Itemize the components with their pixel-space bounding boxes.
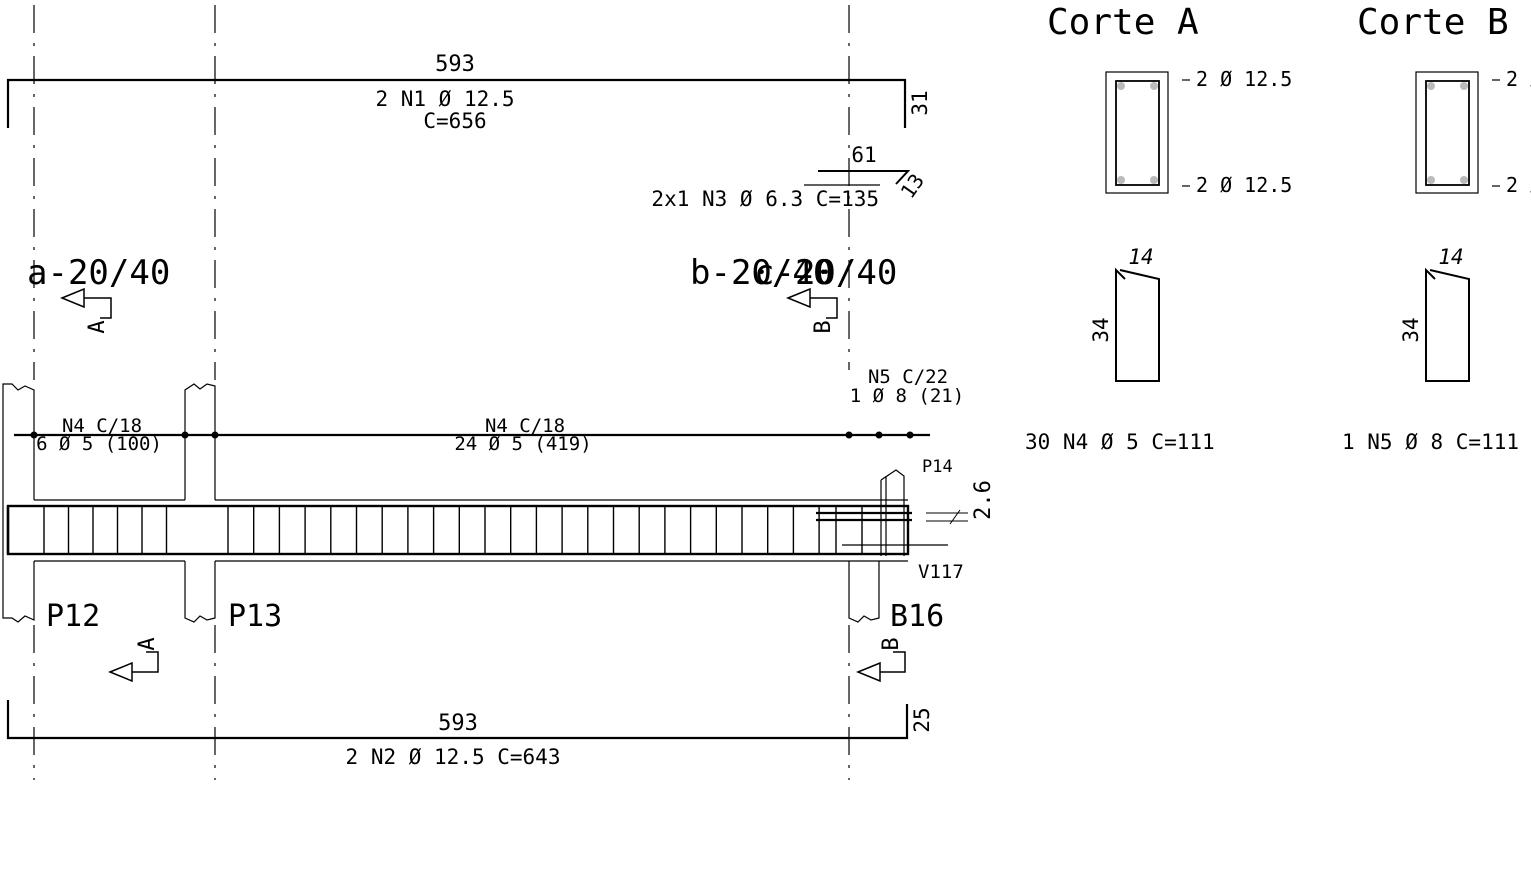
section-marker-a-bottom: A (108, 637, 160, 683)
section-b-height-dim: 34 (1399, 317, 1423, 342)
section-a-top-bars: 2 Ø 12.5 (1196, 67, 1292, 91)
section-marker-b-top: B (786, 287, 838, 334)
top-bar-hook: 31 (908, 90, 932, 115)
top-bar-length-total: C=656 (423, 109, 486, 133)
support-label-p13: P13 (228, 599, 282, 634)
section-b-stirrup-desc: 1 N5 Ø 8 C=111 (1342, 430, 1519, 454)
bottom-bar-n2: 593 25 2 N2 Ø 12.5 C=643 (6, 700, 934, 769)
cut-label-b-bottom: B (879, 637, 904, 650)
section-a-bottom-bars: 2 Ø 12.5 (1196, 173, 1292, 197)
crossing-pillar-label: P14 (922, 457, 953, 477)
bottom-bar-desc: 2 N2 Ø 12.5 C=643 (346, 745, 561, 769)
section-a-stirrup-desc: 30 N4 Ø 5 C=111 (1025, 430, 1215, 454)
section-marker-a-top: A (60, 287, 112, 334)
cut-label-b-top: B (811, 320, 836, 333)
slab-depth-label: 2.6 (971, 480, 996, 520)
top-bar-desc: 2 N1 Ø 12.5 (375, 87, 514, 111)
section-b: Corte B 2 Ø 12.5 2 Ø 12.5 14 34 1 N5 Ø 8… (1342, 2, 1531, 454)
cut-label-a-top: A (85, 320, 110, 333)
n3-bar-hook: 13 (896, 169, 929, 203)
crossing-beam-label: V117 (918, 561, 964, 583)
stirrup-mid-count: 24 Ø 5 (419) (454, 433, 591, 455)
section-b-bottom-bars: 2 Ø 12.5 (1506, 173, 1531, 197)
n3-bar-desc: 2x1 N3 Ø 6.3 C=135 (651, 187, 879, 211)
support-label-p12: P12 (46, 599, 100, 634)
axis-name-b: b-20/40 (690, 253, 833, 293)
bottom-bar-hook: 25 (910, 707, 934, 732)
section-b-title: Corte B (1357, 2, 1509, 43)
axis-lines (33, 5, 850, 780)
section-b-hook-dim: 14 (1438, 245, 1463, 269)
stirrup-right-spec: N5 C/22 (868, 366, 948, 388)
support-label-b16: B16 (890, 599, 944, 634)
axis-name-c: c-20/40 (754, 253, 897, 293)
stirrup-right-count: 1 Ø 8 (21) (850, 385, 964, 407)
stirrup-left-spec: N4 C/18 (62, 415, 142, 437)
stirrup-mid-spec: N4 C/18 (485, 415, 565, 437)
beam-body (6, 469, 968, 562)
section-a-title: Corte A (1047, 2, 1199, 43)
bottom-bar-length: 593 (438, 711, 478, 736)
section-b-top-bars: 2 Ø 12.5 (1506, 67, 1531, 91)
section-marker-b-bottom: B (856, 637, 906, 683)
n3-bar: 61 13 2x1 N3 Ø 6.3 C=135 (651, 143, 929, 211)
top-bar-n1: 593 2 N1 Ø 12.5 C=656 31 (6, 52, 932, 133)
pillars (2, 383, 880, 623)
cut-label-a-bottom: A (135, 637, 160, 650)
axis-name-a: a-20/40 (27, 253, 170, 293)
top-bar-length: 593 (435, 52, 475, 77)
stirrup-distribution: N4 C/18 6 Ø 5 (100) N4 C/18 24 Ø 5 (419)… (14, 366, 964, 455)
section-a-hook-dim: 14 (1128, 245, 1153, 269)
section-a: Corte A 2 Ø 12.5 2 Ø 12.5 14 34 30 N4 Ø … (1025, 2, 1292, 454)
section-a-height-dim: 34 (1089, 317, 1113, 342)
stirrup-left-count: 6 Ø 5 (100) (36, 433, 162, 455)
n3-bar-length: 61 (851, 143, 876, 167)
stirrup-ticks (43, 506, 863, 554)
